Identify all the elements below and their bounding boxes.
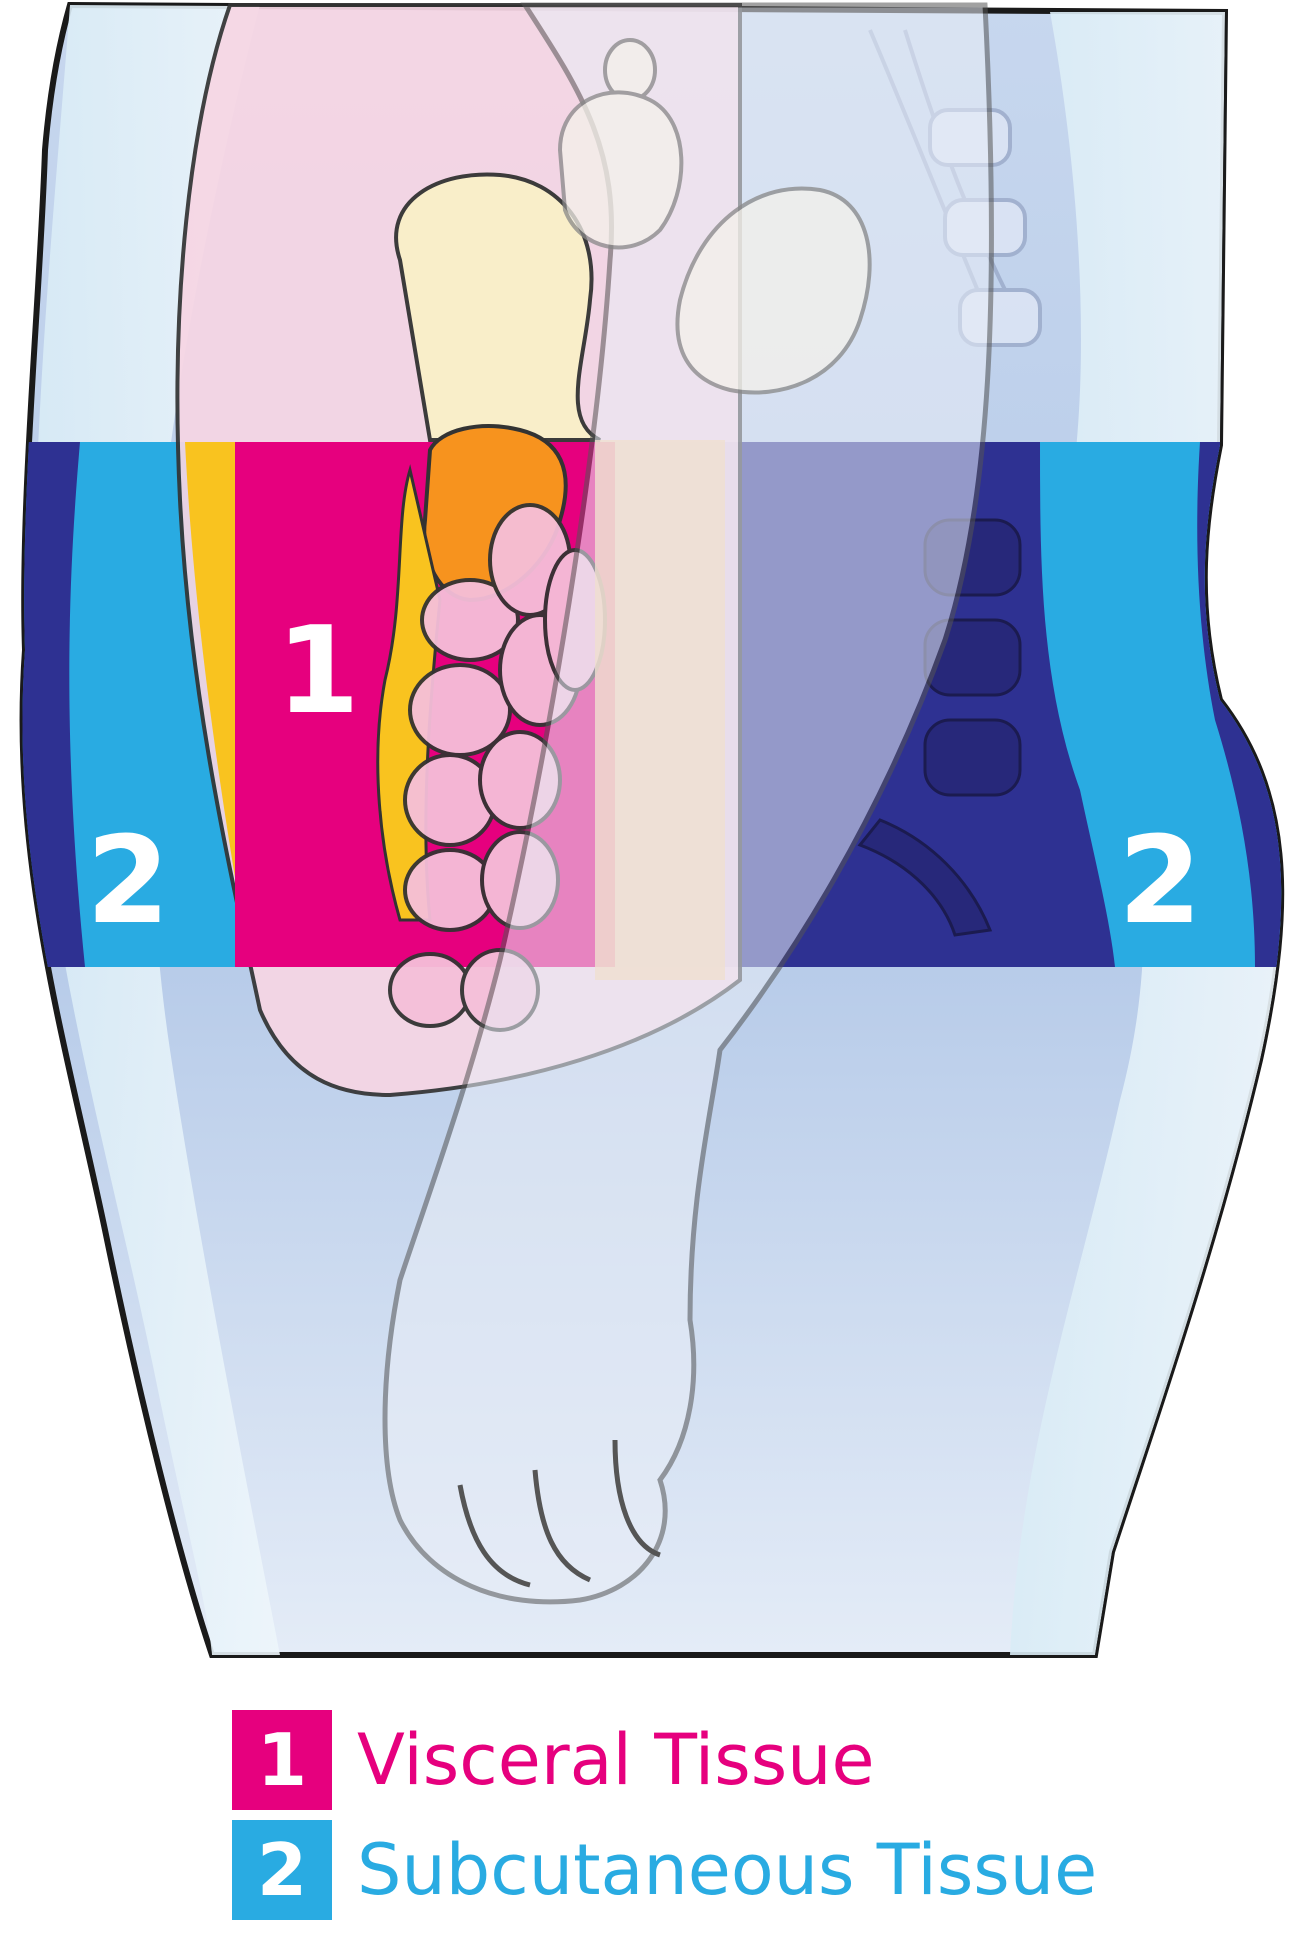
- abdomen-cross-section-diagram: 1 2 2: [19, 1, 1285, 1658]
- legend-item-visceral: 1 Visceral Tissue: [232, 1710, 1232, 1810]
- skin-layer-left: [34, 5, 281, 1655]
- legend-swatch-visceral: 1: [232, 1710, 332, 1810]
- subcutaneous-number-label-left: 2: [86, 812, 170, 951]
- visceral-number-label: 1: [276, 602, 360, 741]
- upper-organ-outlines: [557, 38, 872, 395]
- legend-swatch-subcutaneous: 2: [232, 1820, 332, 1920]
- subcutaneous-number-label-right: 2: [1118, 812, 1202, 951]
- hand-fingers: [457, 1439, 661, 1588]
- deep-layer-left: [22, 442, 85, 967]
- legend-item-subcutaneous: 2 Subcutaneous Tissue: [232, 1820, 1232, 1920]
- liver-outline: [394, 172, 601, 442]
- legend-label-visceral: Visceral Tissue: [357, 1719, 875, 1801]
- legend-label-subcutaneous: Subcutaneous Tissue: [357, 1829, 1098, 1911]
- arm-overlay: [382, 2, 994, 1605]
